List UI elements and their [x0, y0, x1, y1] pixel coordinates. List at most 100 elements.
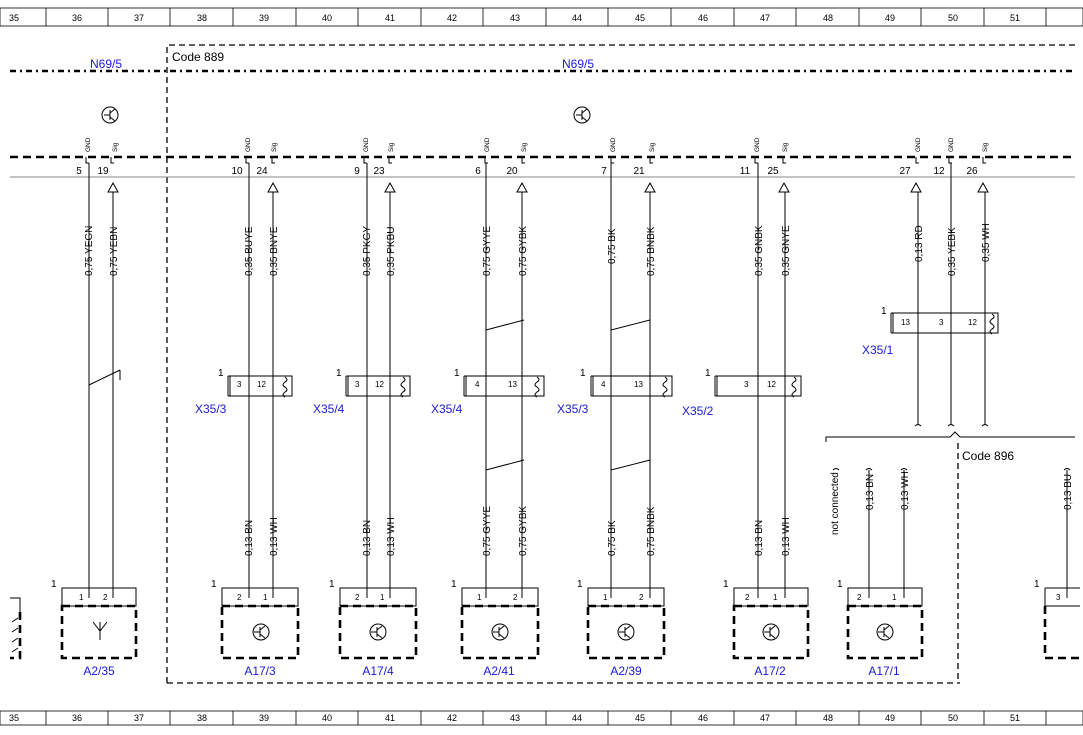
- connector-pin: 13: [901, 318, 910, 327]
- ruler-bottom-49: 49: [885, 713, 895, 723]
- ruler-top-41: 41: [385, 13, 395, 23]
- ruler-top: 35 36 37 38 39 40 41 42 43 44 45 46 47 4…: [0, 7, 1083, 27]
- connector-x35-3: 1 3 12 X35/3: [195, 368, 293, 416]
- wire-label: 0,13 BU: [1063, 474, 1074, 510]
- wire-label: 0,35 YEBK: [947, 227, 958, 276]
- connector-one: 1: [705, 368, 711, 379]
- wire-label: 0,75 YEBN: [109, 227, 120, 276]
- connector-label: X35/2: [682, 404, 714, 418]
- connector-one: 1: [454, 368, 460, 379]
- connector-x35-1: 1 13 3 12 X35/1: [862, 306, 999, 357]
- pin-number: 9: [354, 166, 360, 177]
- pin-gnd-label: GND: [363, 137, 370, 152]
- wire-label: 0,13 RD: [914, 225, 925, 262]
- pin-number: 27: [899, 166, 911, 177]
- wire-label: 0,75 GYBK: [518, 226, 529, 276]
- wire-label: 0,35 PKGY: [362, 226, 373, 276]
- ruler-top-39: 39: [259, 13, 269, 23]
- sensor-icon: [573, 106, 591, 124]
- wire-label: 0,13 BN: [362, 520, 373, 556]
- component-a17-3: 1 2 1 A17/3: [211, 579, 300, 678]
- ruler-bottom-40: 40: [322, 713, 332, 723]
- wire-label: 0,75 YEGN: [84, 226, 95, 276]
- component-a17-1: 1 2 1 A17/1: [837, 579, 924, 678]
- ruler-bottom-41: 41: [385, 713, 395, 723]
- pin-gnd-label: GND: [245, 137, 252, 152]
- ruler-bottom-38: 38: [197, 713, 207, 723]
- component-label: A17/3: [244, 664, 276, 678]
- pin-number: 19: [97, 166, 109, 177]
- sensor-icon: [876, 623, 894, 641]
- wire-label: 0,13 WH: [269, 517, 280, 556]
- connector-pin: 3: [744, 380, 749, 389]
- component-pin: 2: [745, 593, 750, 602]
- sensor-icon: [101, 106, 119, 124]
- ruler-top-48: 48: [823, 13, 833, 23]
- sensor-icon: [369, 623, 387, 641]
- connector-pin: 12: [767, 380, 776, 389]
- pin-number: 20: [506, 166, 518, 177]
- wire-label: 0,13 WH: [781, 517, 792, 556]
- pin-sig-label: Sig: [388, 142, 395, 152]
- connector-x35-4: 1 3 12 X35/4: [313, 368, 411, 416]
- component-label: A2/41: [483, 664, 515, 678]
- pin-number: 6: [475, 166, 481, 177]
- ruler-bottom-47: 47: [760, 713, 770, 723]
- component-label: A17/4: [362, 664, 394, 678]
- component-pin: 2: [355, 593, 360, 602]
- component-one: 1: [577, 579, 583, 590]
- ruler-bottom-35: 35: [9, 713, 19, 723]
- wire-labels-top: 0,75 YEGN 0,75 YEBN 0,35 BUYE 0,35 BNYE …: [84, 223, 992, 276]
- ruler-bottom-39: 39: [259, 713, 269, 723]
- connector-pin: 12: [375, 380, 384, 389]
- antenna-icon: [92, 621, 108, 640]
- pin-number: 23: [373, 166, 385, 177]
- component-pin: 2: [857, 593, 862, 602]
- ruler-bottom-42: 42: [447, 713, 457, 723]
- code-889-label: Code 889: [172, 50, 224, 64]
- component-a17-2: 1 2 1 A17/2: [723, 579, 810, 678]
- pin-gnd-label: GND: [85, 137, 92, 152]
- sensor-icon: [252, 623, 270, 641]
- wire-label: 0,13 BN: [244, 520, 255, 556]
- pin-gnd-label: GND: [754, 137, 761, 152]
- pin-sig-label: Sig: [271, 142, 278, 152]
- component-one: 1: [723, 579, 729, 590]
- component-label: A17/2: [754, 664, 786, 678]
- ruler-bottom-44: 44: [572, 713, 582, 723]
- code-896-label: Code 896: [962, 449, 1014, 463]
- wire-label: 0,13 WH: [386, 517, 397, 556]
- wire-label: 0,75 GYYE: [482, 226, 493, 276]
- component-a17-4: 1 2 1 A17/4: [329, 579, 418, 678]
- component-one: 1: [1034, 579, 1040, 590]
- wire-label: 0,13 WH: [900, 471, 911, 510]
- ruler-top-49: 49: [885, 13, 895, 23]
- wire-label: 0,75 BNBK: [646, 226, 657, 276]
- wires: [88, 163, 1071, 598]
- ruler-bottom: 35 36 37 38 39 40 41 42 43 44 45 46 47 4…: [0, 710, 1083, 726]
- sensor-icon: [491, 623, 509, 641]
- wire-label: 0,35 BUYE: [244, 226, 255, 276]
- wire-label: 0,75 GYYE: [482, 506, 493, 556]
- wire-labels-bottom: 0,13 BN 0,13 WH 0,13 BN 0,13 WH 0,75 GYY…: [244, 471, 1074, 556]
- wire-label: 0,75 BNBK: [646, 506, 657, 556]
- component-pin: 2: [513, 593, 518, 602]
- pin-gnd-label: GND: [484, 137, 491, 152]
- sensor-icon: [762, 623, 780, 641]
- pin-gnd-label: GND: [948, 137, 955, 152]
- sensor-icon: [617, 623, 635, 641]
- connector-pin: 4: [475, 380, 480, 389]
- connector-one: 1: [336, 368, 342, 379]
- ruler-bottom-36: 36: [72, 713, 82, 723]
- pin-gnd-label: GND: [610, 137, 617, 152]
- ruler-top-50: 50: [948, 13, 958, 23]
- pin-sig-label: Sig: [982, 142, 989, 152]
- pin-number: 21: [633, 166, 645, 177]
- pin-sig-label: Sig: [112, 142, 119, 152]
- n69-label-mid: N69/5: [562, 57, 594, 71]
- pin-number: 24: [256, 166, 268, 177]
- ruler-top-37: 37: [134, 13, 144, 23]
- pin-number: 5: [76, 166, 82, 177]
